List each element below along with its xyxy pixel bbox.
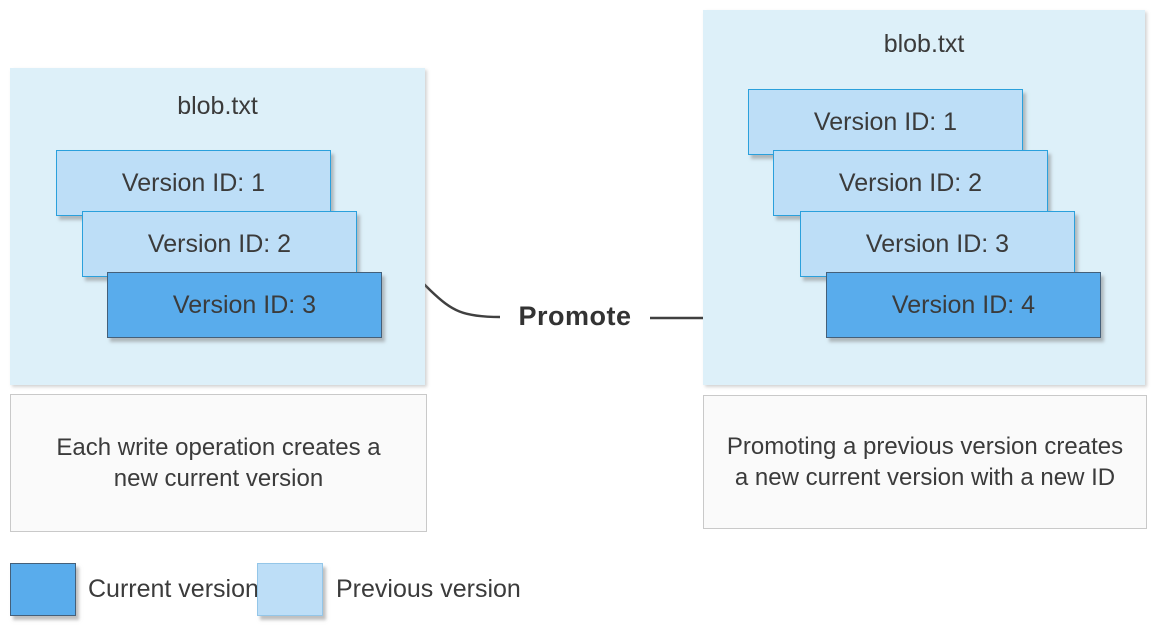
version-label: Version ID: 4 xyxy=(891,290,1036,319)
left-blob-title: blob.txt xyxy=(177,92,258,120)
right-version-card-1: Version ID: 1 xyxy=(748,89,1023,155)
version-label: Version ID: 1 xyxy=(121,168,266,197)
right-version-card-3: Version ID: 3 xyxy=(800,211,1075,277)
right-caption-text: Promoting a previous version creates a n… xyxy=(726,433,1124,491)
left-version-card-1: Version ID: 1 xyxy=(56,150,331,216)
left-version-card-2: Version ID: 2 xyxy=(82,211,357,277)
version-label: Version ID: 2 xyxy=(147,229,292,258)
left-caption-box: Each write operation creates a new curre… xyxy=(10,394,427,532)
right-blob-panel: blob.txt Version ID: 1 Version ID: 2 Ver… xyxy=(703,10,1145,385)
right-version-card-4-current: Version ID: 4 xyxy=(826,272,1101,338)
left-blob-panel: blob.txt Version ID: 1 Version ID: 2 Ver… xyxy=(10,68,425,385)
version-label: Version ID: 3 xyxy=(865,229,1010,258)
version-label: Version ID: 2 xyxy=(838,168,983,197)
legend-swatch-current-version xyxy=(10,563,76,616)
left-version-card-3-current: Version ID: 3 xyxy=(107,272,382,338)
version-label: Version ID: 1 xyxy=(813,107,958,136)
right-caption-box: Promoting a previous version creates a n… xyxy=(703,395,1147,529)
legend-swatch-previous-version xyxy=(257,563,323,616)
version-label: Version ID: 3 xyxy=(172,290,317,319)
left-caption-text: Each write operation creates a new curre… xyxy=(56,434,381,492)
legend-label-current-version: Current version xyxy=(88,575,259,603)
right-version-card-2: Version ID: 2 xyxy=(773,150,1048,216)
right-blob-title: blob.txt xyxy=(883,30,965,58)
legend-label-previous-version: Previous version xyxy=(336,575,521,603)
promote-label: Promote xyxy=(518,301,632,331)
